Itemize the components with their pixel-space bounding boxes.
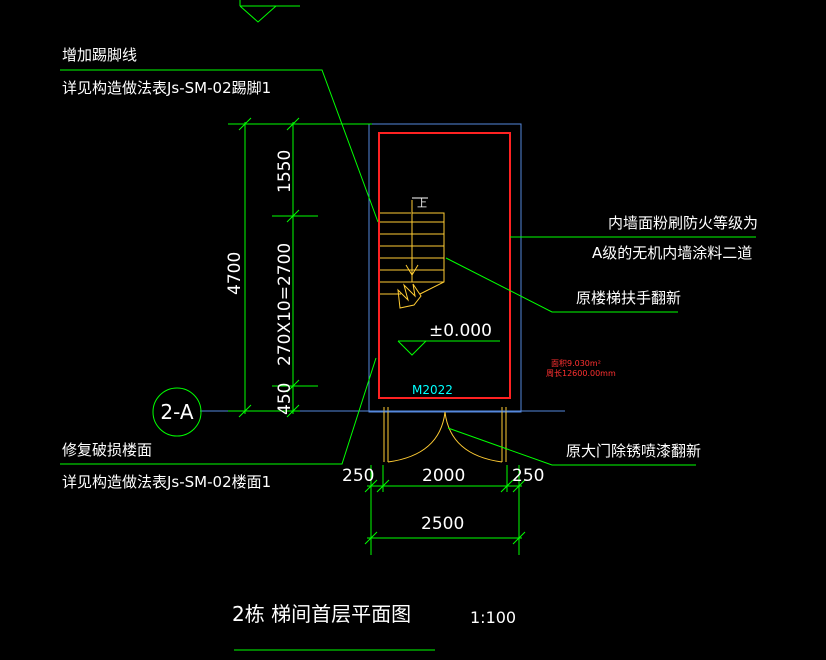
top-level-marker [239, 0, 300, 23]
skirting-title: 增加踢脚线 [62, 46, 137, 64]
floor-level-symbol [397, 340, 500, 356]
vertical-dimension-lines [228, 117, 372, 418]
stair-outline [368, 123, 522, 413]
dim-overall-width: 2500 [421, 514, 464, 534]
stair-room-wall [378, 132, 511, 399]
wall-fire-note-1: 内墙面粉刷防火等级为 [608, 214, 758, 232]
dim-right-wall: 250 [512, 466, 544, 486]
dim-seg-mid: 270X10=2700 [275, 243, 295, 366]
axis-bubble [152, 387, 202, 437]
drawing-scale: 1:100 [470, 608, 516, 627]
dim-left-wall: 250 [342, 466, 374, 486]
perimeter-value: 周长12600.00mm [546, 368, 616, 378]
door-renew-note: 原大门除锈喷漆翻新 [566, 442, 701, 460]
dim-seg-top: 1550 [275, 150, 295, 193]
floor-level-label: ±0.000 [429, 321, 492, 341]
dim-door-width: 2000 [422, 466, 465, 486]
wall-fire-note-2: A级的无机内墙涂料二道 [592, 244, 752, 262]
axis-label: 2-A [160, 400, 194, 424]
up-label: 上 [417, 198, 427, 210]
drawing-title: 2栋 梯间首层平面图 [232, 602, 411, 626]
dim-seg-bottom: 450 [275, 383, 295, 415]
skirting-ref: 详见构造做法表Js-SM-02踢脚1 [62, 79, 271, 97]
area-value: 面积9.030m² [551, 358, 601, 368]
stair-flight [380, 200, 445, 295]
floor-repair-ref: 详见构造做法表Js-SM-02楼面1 [62, 473, 271, 491]
dim-overall-height: 4700 [225, 252, 245, 295]
stair-break-symbol [397, 283, 422, 309]
door-swing [383, 407, 507, 463]
handrail-note: 原楼梯扶手翻新 [576, 289, 681, 307]
horizontal-dimension-lines [364, 465, 526, 555]
floor-repair-title: 修复破损楼面 [62, 441, 152, 459]
leader-lines [60, 69, 756, 466]
door-tag: M2022 [412, 383, 453, 397]
